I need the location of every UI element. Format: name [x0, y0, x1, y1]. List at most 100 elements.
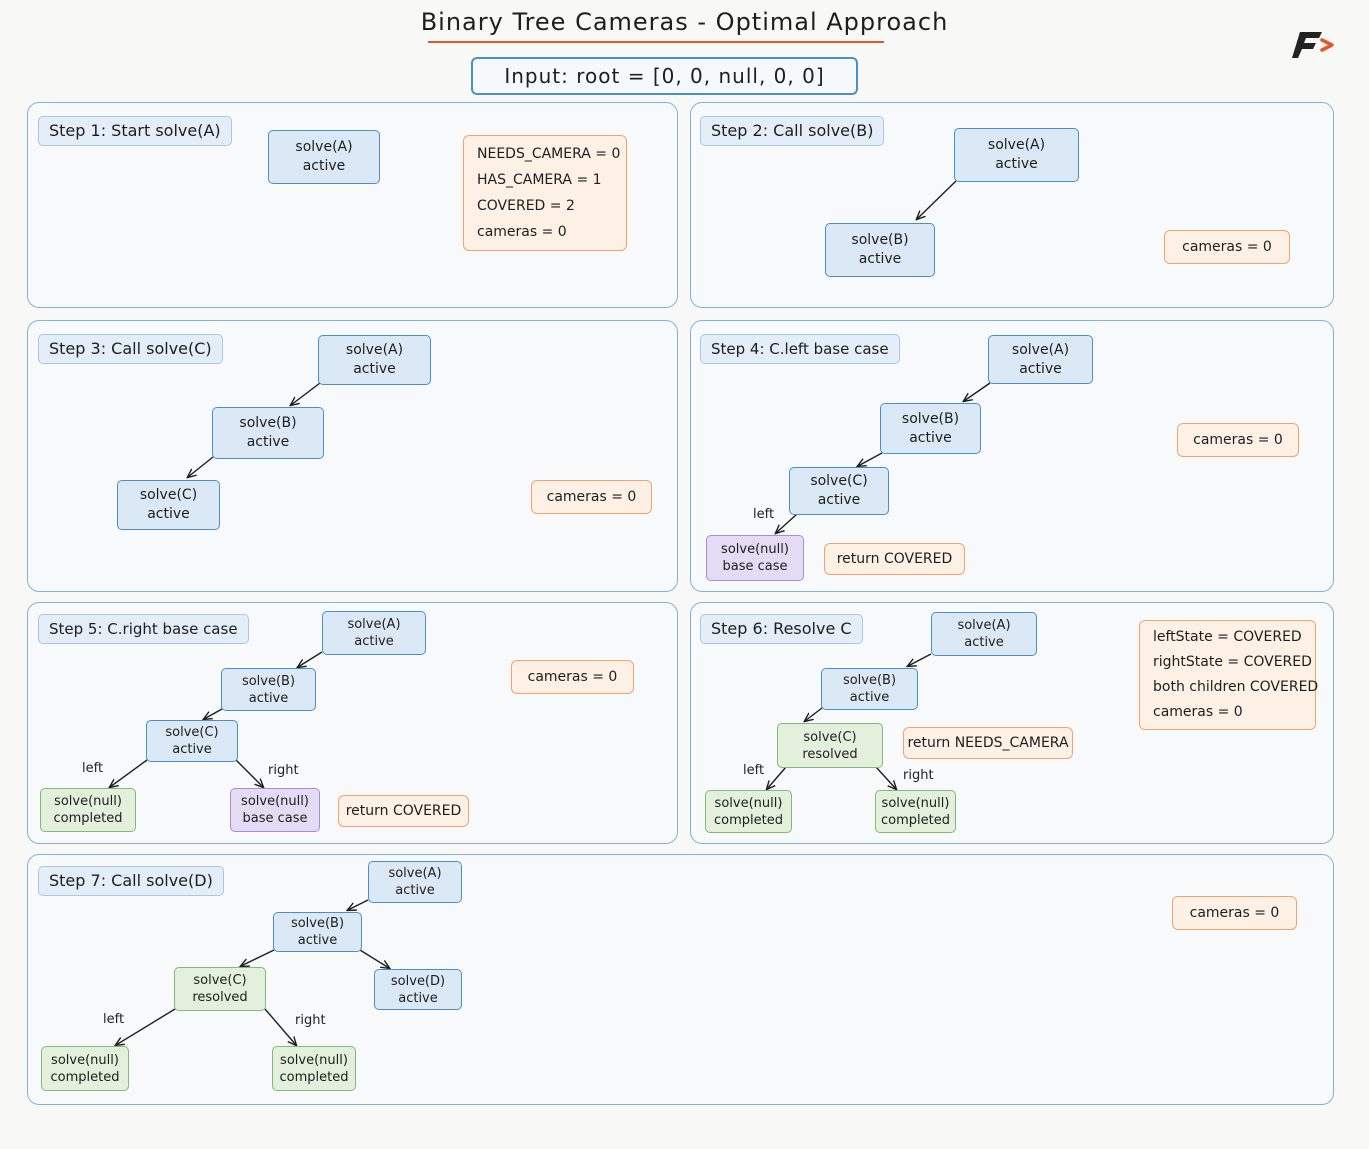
tree-node-null-left: solve(null) completed [40, 788, 136, 832]
node-status: active [302, 158, 346, 174]
node-call: solve(D) [390, 973, 446, 989]
tree-node-a: solve(A) active [988, 335, 1093, 384]
node-status: base case [242, 811, 308, 826]
return-note: return NEEDS_CAMERA [903, 727, 1073, 759]
return-note: return COVERED [824, 543, 965, 575]
node-status: resolved [802, 746, 858, 762]
input-box: Input: root = [0, 0, null, 0, 0] [471, 57, 858, 95]
tree-node-a: solve(A) active [954, 128, 1079, 182]
edge-label-left: left [743, 763, 765, 778]
edge-label-left: left [82, 761, 104, 776]
step-label: Step 1: Start solve(A) [38, 116, 232, 146]
step-label: Step 2: Call solve(B) [700, 116, 885, 146]
cameras-note: cameras = 0 [511, 660, 634, 694]
node-status: completed [50, 1069, 120, 1085]
node-status: completed [53, 811, 123, 826]
node-call: solve(null) [241, 794, 309, 809]
note-line: cameras = 0 [1153, 704, 1243, 720]
cameras-note: cameras = 0 [531, 480, 652, 514]
node-status: completed [714, 812, 783, 828]
title-underline [428, 41, 884, 43]
tree-node-b: solve(B) active [273, 912, 362, 952]
node-call: solve(B) [851, 232, 909, 248]
note-line: both children COVERED [1153, 679, 1319, 695]
tree-node-null-right: solve(null) completed [875, 790, 956, 833]
tree-node-d: solve(D) active [374, 969, 462, 1010]
note-line: COVERED = 2 [477, 198, 575, 214]
node-status: active [395, 883, 435, 898]
node-call: solve(B) [901, 410, 960, 427]
node-call: solve(null) [881, 795, 950, 811]
page-title: Binary Tree Cameras - Optimal Approach [420, 8, 949, 36]
node-call: solve(B) [239, 415, 297, 431]
tree-node-a: solve(A) active [368, 861, 462, 903]
node-status: active [354, 634, 394, 649]
node-status: active [909, 429, 952, 446]
node-call: solve(B) [290, 916, 345, 931]
tree-node-c: solve(C) active [146, 720, 238, 762]
node-status: completed [279, 1069, 349, 1085]
step-label: Step 5: C.right base case [38, 614, 249, 644]
edge-label-right: right [268, 763, 299, 778]
node-call: solve(A) [345, 342, 404, 358]
tree-node-null-right: solve(null) completed [272, 1046, 356, 1091]
tree-node-a: solve(A) active [318, 335, 431, 385]
node-status: completed [881, 812, 950, 828]
tree-node-c: solve(C) resolved [174, 967, 266, 1011]
edge-label-right: right [295, 1013, 326, 1028]
tree-node-b: solve(B) active [880, 403, 981, 454]
node-status: active [246, 434, 290, 450]
node-call: solve(null) [51, 1052, 119, 1068]
node-status: active [353, 361, 396, 377]
node-status: active [849, 690, 890, 705]
node-call: solve(A) [388, 866, 442, 881]
tree-node-a: solve(A) active [322, 611, 426, 655]
tree-node-b: solve(B) active [212, 407, 324, 459]
node-status: active [147, 506, 190, 522]
note-line: rightState = COVERED [1153, 654, 1312, 670]
tree-node-c: solve(C) active [789, 467, 889, 515]
tree-node-b: solve(B) active [221, 668, 316, 711]
node-call: solve(C) [139, 487, 198, 503]
node-status: active [817, 492, 861, 508]
tree-node-null-right: solve(null) base case [230, 788, 320, 832]
step-label: Step 4: C.left base case [700, 334, 900, 364]
state-constants-note: NEEDS_CAMERA = 0 HAS_CAMERA = 1 COVERED … [463, 135, 627, 251]
node-call: solve(C) [165, 725, 219, 740]
node-status: active [995, 156, 1038, 172]
step-label: Step 7: Call solve(D) [38, 866, 224, 896]
step-label: Step 3: Call solve(C) [38, 334, 223, 364]
edge-label-left: left [753, 507, 775, 522]
node-call: solve(A) [1011, 341, 1070, 358]
tree-node-b: solve(B) active [821, 668, 918, 710]
tree-node-b: solve(B) active [825, 223, 935, 277]
edge-label-right: right [903, 768, 934, 783]
node-call: solve(C) [193, 973, 247, 988]
node-status: base case [722, 559, 788, 574]
brand-logo-icon [1292, 32, 1334, 58]
state-summary-note: leftState = COVERED rightState = COVERED… [1139, 620, 1319, 730]
edge-label-left: left [103, 1012, 125, 1027]
node-call: solve(A) [957, 618, 1011, 633]
node-call: solve(C) [803, 729, 857, 745]
node-status: active [1019, 360, 1062, 377]
node-call: solve(C) [810, 473, 868, 489]
tree-node-null-left: solve(null) completed [705, 790, 792, 833]
node-call: solve(null) [714, 795, 783, 811]
node-call: solve(B) [842, 673, 897, 688]
node-status: active [297, 933, 338, 948]
return-note: return COVERED [338, 795, 469, 827]
cameras-note: cameras = 0 [1172, 896, 1297, 930]
node-call: solve(null) [721, 542, 789, 557]
cameras-note: cameras = 0 [1164, 230, 1290, 264]
note-line: cameras = 0 [477, 224, 567, 240]
note-line: NEEDS_CAMERA = 0 [477, 146, 621, 162]
node-call: solve(null) [54, 794, 122, 809]
node-status: active [398, 990, 438, 1006]
tree-node-c: solve(C) active [117, 480, 220, 530]
node-call: solve(A) [295, 139, 353, 155]
step-label: Step 6: Resolve C [700, 614, 863, 644]
note-line: HAS_CAMERA = 1 [477, 172, 602, 188]
node-call: solve(A) [347, 617, 401, 632]
node-call: solve(null) [280, 1052, 348, 1068]
